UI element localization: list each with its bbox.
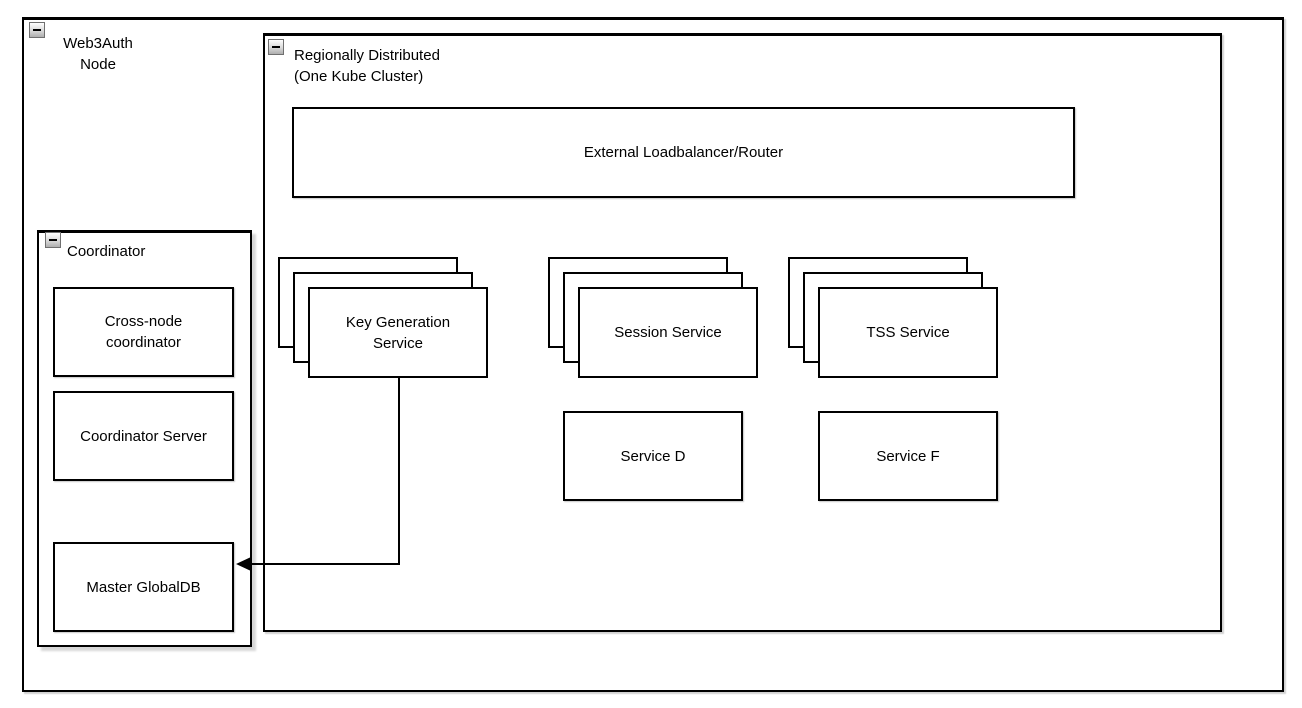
stack-layer-front[interactable]: Session Service bbox=[578, 287, 758, 378]
coordinator-server-label: Coordinator Server bbox=[80, 427, 207, 445]
collapse-minus-icon[interactable] bbox=[45, 232, 61, 248]
service-f-label: Service F bbox=[876, 447, 940, 465]
web3auth-node-label: Web3Auth Node bbox=[63, 35, 133, 73]
tss-service-stack[interactable]: TSS Service bbox=[788, 257, 998, 378]
master-globaldb-label: Master GlobalDB bbox=[86, 578, 201, 596]
collapse-minus-icon[interactable] bbox=[29, 22, 45, 38]
stack-layer-front[interactable]: Key Generation Service bbox=[308, 287, 488, 378]
key-generation-service-stack[interactable]: Key Generation Service bbox=[278, 257, 488, 378]
external-loadbalancer-label: External Loadbalancer/Router bbox=[583, 144, 784, 161]
cross-node-coordinator-label: Cross-node coordinator bbox=[104, 313, 183, 351]
session-service-label: Session Service bbox=[614, 324, 722, 341]
tss-service-label: TSS Service bbox=[866, 324, 950, 341]
stack-layer-front[interactable]: TSS Service bbox=[818, 287, 998, 378]
service-f-box[interactable]: Service F bbox=[818, 411, 998, 501]
external-loadbalancer-box[interactable]: External Loadbalancer/Router bbox=[292, 107, 1075, 198]
master-globaldb-box[interactable]: Master GlobalDB bbox=[53, 542, 234, 632]
cross-node-coordinator-box[interactable]: Cross-node coordinator bbox=[53, 287, 234, 377]
service-d-box[interactable]: Service D bbox=[563, 411, 743, 501]
coordinator-label: Coordinator bbox=[67, 243, 146, 260]
key-generation-service-label: Key Generation Service bbox=[345, 313, 451, 352]
session-service-stack[interactable]: Session Service bbox=[548, 257, 758, 378]
service-d-label: Service D bbox=[620, 447, 686, 465]
coordinator-server-box[interactable]: Coordinator Server bbox=[53, 391, 234, 481]
region-label: Regionally Distributed (One Kube Cluster… bbox=[294, 47, 440, 85]
collapse-minus-icon[interactable] bbox=[268, 39, 284, 55]
